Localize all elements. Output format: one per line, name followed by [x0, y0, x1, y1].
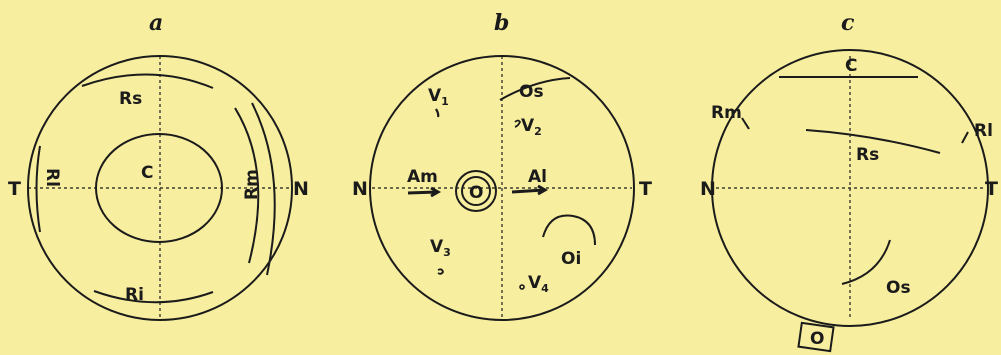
panel-b-labels: b V1 Os V2 Am Al O Oi V3 V4 N T [352, 10, 652, 295]
panel-c-label-c: C [845, 56, 857, 76]
panel-b-vessel-mark-2 [514, 119, 522, 128]
panel-a-arc-left [35, 145, 41, 233]
panel-b-label-o: O [469, 183, 483, 203]
panel-b-vessel-mark-1 [435, 108, 440, 118]
panel-b-vessel-mark-3 [437, 268, 444, 275]
panel-b-label-v3: V3 [430, 237, 451, 259]
panel-b-label-v1: V1 [428, 86, 449, 108]
panel-b-arc-os [499, 77, 571, 101]
panel-c-labels: c C Rm Rl Rs N T Os O [700, 10, 998, 349]
panel-a-label-n: N [293, 178, 309, 200]
panel-c [711, 49, 989, 353]
panel-c-arc-rs [805, 129, 941, 154]
panel-a-letter: a [149, 10, 163, 36]
panel-a-arc-right-inner [234, 107, 260, 264]
panel-c-tick-rl [961, 131, 969, 144]
panel-b-optic-disc-inner [461, 176, 491, 206]
panel-b [369, 55, 635, 321]
panel-a-label-rs: Rs [119, 89, 142, 109]
panel-b-label-v2: V2 [521, 116, 542, 138]
panel-c-label-os: Os [886, 278, 911, 298]
panel-a-arc-top [81, 73, 214, 89]
panel-c-label-rl: Rl [974, 121, 993, 141]
panel-a-label-c: C [141, 163, 153, 183]
panel-a-labels: a Rs C Rl Rm Ri T N [8, 10, 309, 305]
panel-c-tick-rm [741, 117, 750, 130]
panel-b-label-oi: Oi [561, 249, 581, 269]
panel-c-label-rs: Rs [856, 145, 879, 165]
panel-c-label-rm: Rm [711, 103, 742, 123]
panel-b-letter: b [494, 10, 509, 36]
panel-b-optic-disc-outer [455, 170, 497, 212]
panel-a-arc-right-outer [251, 102, 276, 276]
panel-b-arrow-al [511, 184, 549, 196]
panel-b-arc-oi [542, 214, 596, 246]
panel-a-label-ri: Ri [125, 285, 144, 305]
panel-c-label-n: N [700, 178, 716, 200]
panel-c-letter: c [841, 10, 855, 36]
panel-b-label-v4: V4 [528, 273, 549, 295]
panel-b-label-t: T [639, 178, 652, 200]
panel-a [27, 55, 293, 321]
panel-b-arrow-am [407, 186, 442, 198]
panel-b-label-os: Os [519, 82, 544, 102]
panel-a-arc-bottom [93, 290, 214, 304]
panel-b-label-n: N [352, 178, 368, 200]
panel-c-outer-circle [711, 49, 989, 327]
panel-a-label-rm: Rm [242, 169, 262, 200]
panel-a-label-t: T [8, 178, 21, 200]
panel-c-label-o: O [810, 329, 824, 349]
panel-b-label-am: Am [407, 167, 438, 187]
panel-c-box-o [797, 321, 835, 353]
panel-a-label-rl: Rl [42, 168, 62, 187]
panel-b-vessel-mark-4 [519, 284, 525, 290]
panel-c-arc-os [841, 239, 891, 285]
panel-b-label-al: Al [528, 167, 547, 187]
panel-c-label-t: T [985, 178, 998, 200]
